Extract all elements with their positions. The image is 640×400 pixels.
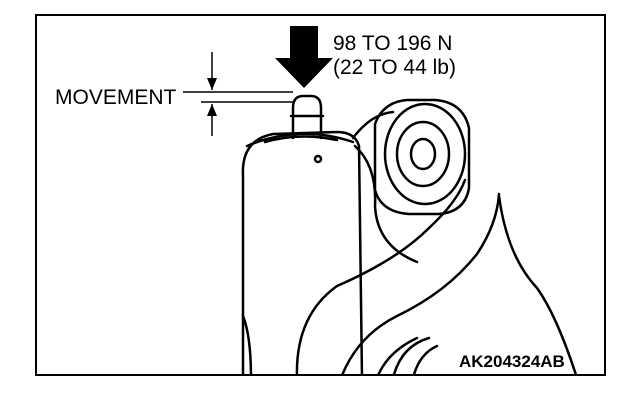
force-label-pounds: (22 TO 44 lb) xyxy=(333,56,456,79)
mounting-boss-bore xyxy=(409,137,437,171)
housing-lower-detail xyxy=(241,314,253,374)
movement-arrow-up-icon xyxy=(207,104,217,116)
housing-mouth-inner xyxy=(263,135,339,144)
lower-bracket-fillet xyxy=(377,336,419,374)
housing-right-curve xyxy=(353,144,419,264)
housing-mouth xyxy=(245,132,355,148)
housing-shoulder xyxy=(351,110,395,140)
movement-arrow-down-icon xyxy=(207,78,217,90)
bottom-detail-arc xyxy=(392,336,431,374)
housing-body-outline xyxy=(241,130,364,374)
lower-bracket-outer xyxy=(341,192,501,374)
force-arrow-icon xyxy=(275,26,333,88)
rack-stem xyxy=(291,94,323,140)
right-contour xyxy=(497,194,577,374)
housing-hole xyxy=(313,154,323,164)
mounting-boss-inner-ring xyxy=(395,120,451,188)
figure-code: AK204324AB xyxy=(459,352,565,371)
mounting-boss-face xyxy=(383,102,467,206)
force-label-newtons: 98 TO 196 N xyxy=(333,32,453,55)
diagram-frame: 98 TO 196 N (22 TO 44 lb) MOVEMENT AK204… xyxy=(35,14,606,376)
movement-label: MOVEMENT xyxy=(55,86,177,109)
lower-bracket-outline xyxy=(295,178,467,374)
bottom-detail-arc-2 xyxy=(412,344,439,374)
steering-rack-illustration xyxy=(183,26,577,374)
mounting-boss-body xyxy=(373,98,471,216)
